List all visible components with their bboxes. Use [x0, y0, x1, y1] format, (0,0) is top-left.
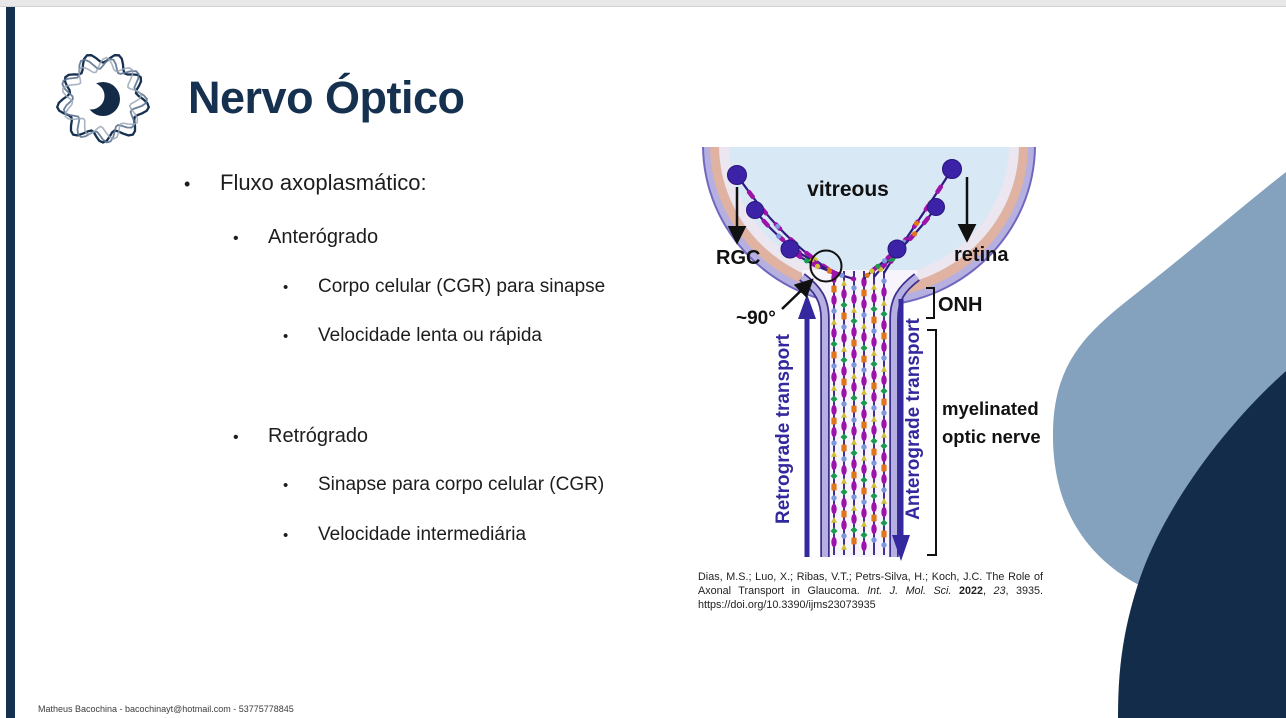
bullet-text: Retrógrado [268, 425, 369, 447]
bullet-marker: • [233, 230, 239, 247]
top-border-line [0, 6, 1286, 7]
bullet-marker: • [233, 429, 239, 446]
myelinated-label-1: myelinated [942, 398, 1039, 419]
bullet-item: • Corpo celular (CGR) para sinapse [283, 276, 605, 298]
retina-label: retina [954, 244, 1009, 266]
bullet-text: Anterógrado [268, 226, 379, 248]
onh-label: ONH [938, 294, 982, 316]
rgc-label: RGC [716, 247, 760, 269]
citation-line: Dias, M.S.; Luo, X.; Ribas, V.T.; Petrs-… [698, 571, 1043, 583]
bend-circle [809, 249, 843, 283]
anterograde-arrow [892, 299, 910, 561]
dark-navy-blob [1118, 371, 1286, 718]
citation-line: Axonal Transport in Glaucoma. Int. J. Mo… [698, 585, 1044, 597]
bullet-text: Velocidade intermediária [318, 524, 527, 545]
bullet-marker: • [283, 527, 289, 544]
angle-arrow [781, 278, 814, 310]
bullet-item: • Anterógrado [233, 226, 378, 249]
myelinated-label-2: optic nerve [942, 426, 1041, 447]
citation-doi: https://doi.org/10.3390/ijms23073935 [698, 599, 876, 611]
nerve-interior [802, 270, 917, 557]
optic-nerve-diagram: Retrograde transport Anterograde transpo… [702, 147, 1041, 561]
anterograde-label: Anterograde transport [903, 318, 924, 520]
retrograde-label: Retrograde transport [773, 333, 794, 524]
bullet-item: • Retrógrado [233, 425, 368, 448]
retrograde-arrow [798, 294, 816, 557]
bullet-text: Fluxo axoplasmático: [220, 170, 427, 195]
bullet-item: • Velocidade lenta ou rápida [283, 325, 542, 347]
eye-logo-icon [55, 54, 151, 144]
logo-highlight [77, 82, 105, 110]
bullet-marker: • [283, 477, 289, 494]
bullet-marker: • [184, 174, 191, 194]
rgc-somas [727, 159, 962, 259]
bullet-item: • Velocidade intermediária [283, 524, 526, 546]
bullet-text: Velocidade lenta ou rápida [318, 325, 542, 346]
bullet-text: Sinapse para corpo celular (CGR) [318, 474, 605, 495]
onh-bracket [926, 287, 935, 319]
angle-label: ~90° [736, 308, 776, 329]
axon-strands [830, 271, 888, 555]
footer-credit: Matheus Bacochina - bacochinayt@hotmail.… [38, 704, 294, 714]
top-border-strip [0, 0, 1286, 6]
citation: Dias, M.S.; Luo, X.; Ribas, V.T.; Petrs-… [698, 570, 1043, 612]
left-accent-bar [6, 7, 15, 718]
myelinated-bracket [927, 329, 937, 556]
bullet-marker: • [283, 279, 289, 296]
page-title: Nervo Óptico [188, 72, 465, 123]
vitreous-label: vitreous [807, 178, 889, 201]
decorative-shapes [1052, 172, 1286, 718]
bullet-text: Corpo celular (CGR) para sinapse [318, 276, 606, 297]
bullet-item: • Sinapse para corpo celular (CGR) [283, 474, 604, 496]
bullet-marker: • [283, 328, 289, 345]
bullet-item: • Fluxo axoplasmático: [184, 170, 427, 196]
